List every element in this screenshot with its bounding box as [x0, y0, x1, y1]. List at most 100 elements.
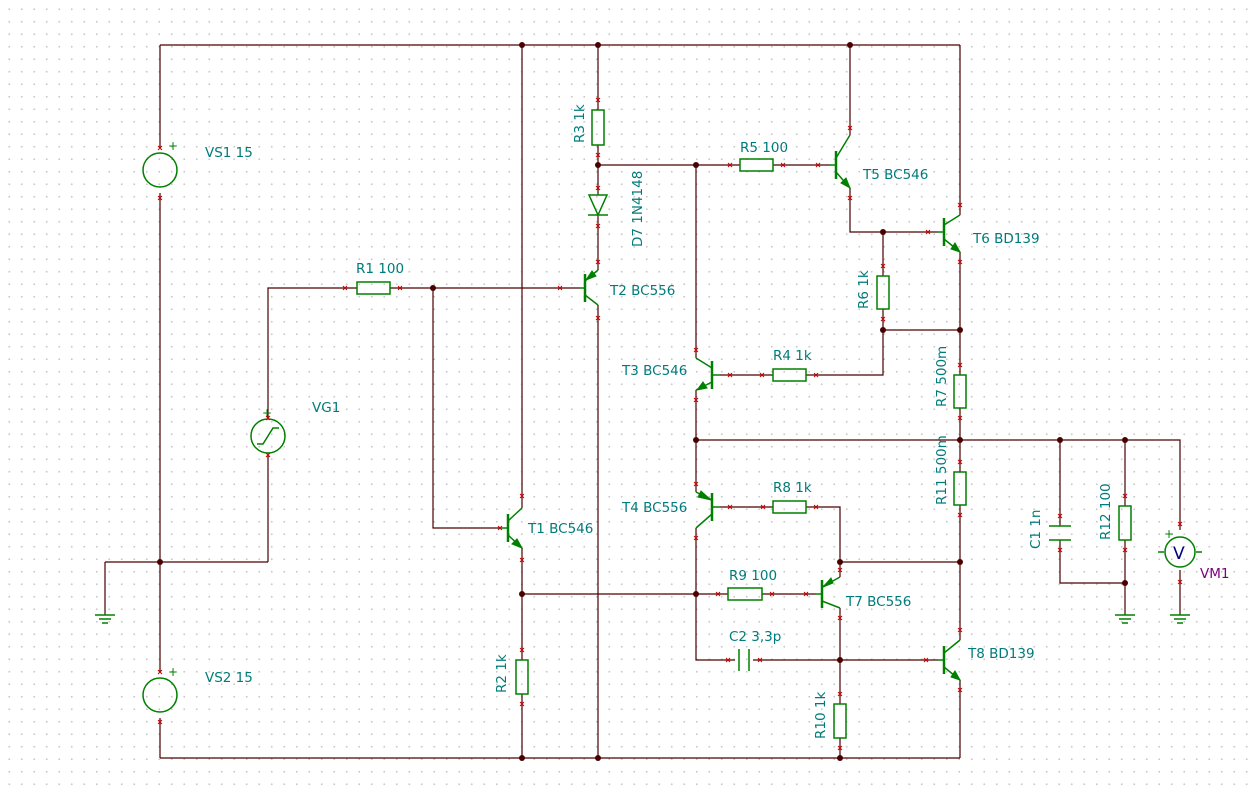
pin-marker: [725, 657, 731, 663]
pin-marker: [595, 185, 601, 191]
pin-marker: [847, 125, 853, 131]
pin-marker: [957, 362, 963, 368]
vm1-label: VM1: [1200, 566, 1229, 582]
vs1-source[interactable]: +: [142, 139, 178, 188]
transistor-t6[interactable]: [938, 214, 962, 253]
resistor-r1[interactable]: [356, 281, 391, 295]
t2-label: T2 BC556: [609, 283, 675, 299]
d7-label: D7 1N4148: [630, 171, 646, 247]
resistor-r8[interactable]: [772, 500, 807, 514]
transistor-t8[interactable]: [938, 639, 962, 681]
transistor-t5[interactable]: [830, 134, 851, 190]
pin-marker: [759, 372, 765, 378]
pin-marker: [727, 162, 733, 168]
pin-marker: [1177, 579, 1183, 585]
pin-marker: [837, 691, 843, 697]
pin-marker: [1122, 547, 1128, 553]
pin-marker: [957, 202, 963, 208]
pin-marker: [342, 285, 348, 291]
ground-symbols: [95, 614, 1190, 624]
pin-marker: [497, 525, 503, 531]
pin-marker: [397, 285, 403, 291]
vs1-label: VS1 15: [205, 145, 253, 161]
capacitor-c2[interactable]: [738, 649, 750, 671]
pin-marker: [595, 259, 601, 265]
pin-marker: [595, 152, 601, 158]
pin-marker: [837, 615, 843, 621]
pin-marker: [693, 481, 699, 487]
pin-marker: [957, 687, 963, 693]
resistor-r12[interactable]: [1118, 505, 1132, 541]
pin-marker: [925, 229, 931, 235]
vm1-voltmeter[interactable]: V +: [1158, 527, 1202, 568]
vm1-v-symbol: V: [1173, 544, 1185, 564]
pin-marker: [1057, 547, 1063, 553]
pin-marker: [923, 657, 929, 663]
pin-marker: [803, 591, 809, 597]
vg1-plus: +: [262, 406, 272, 420]
pin-marker: [157, 719, 163, 725]
pin-marker: [880, 316, 886, 322]
transistor-t4[interactable]: [695, 490, 720, 529]
resistor-r2[interactable]: [515, 659, 529, 695]
diode-d7[interactable]: [587, 194, 609, 217]
pin-marker: [815, 162, 821, 168]
pin-marker: [780, 162, 786, 168]
pin-marker: [265, 452, 271, 458]
c2-label: C2 3,3p: [729, 629, 781, 645]
pin-marker: [769, 591, 775, 597]
resistor-r6[interactable]: [876, 275, 890, 310]
resistor-r3[interactable]: [591, 109, 605, 146]
pin-marker: [957, 259, 963, 265]
r7-label: R7 500m: [934, 346, 950, 407]
transistor-t2[interactable]: [580, 269, 599, 306]
vs2-source[interactable]: +: [142, 665, 178, 713]
t5-label: T5 BC546: [862, 167, 928, 183]
transistor-t3[interactable]: [695, 357, 720, 391]
capacitor-c1[interactable]: [1049, 525, 1071, 541]
pin-marker: [519, 701, 525, 707]
transistor-t7[interactable]: [816, 576, 841, 609]
resistor-r7[interactable]: [953, 374, 967, 409]
pin-marker: [757, 657, 763, 663]
t1-label: T1 BC546: [527, 521, 593, 537]
pin-marker: [557, 285, 563, 291]
pin-marker: [693, 347, 699, 353]
r2-label: R2 1k: [494, 654, 510, 693]
r1-label: R1 100: [356, 261, 404, 277]
pin-marker: [880, 263, 886, 269]
vs2-label: VS2 15: [205, 670, 253, 686]
vs1-plus: +: [168, 139, 178, 153]
resistor-r9[interactable]: [727, 587, 763, 601]
vg1-generator[interactable]: +: [250, 406, 286, 454]
r9-label: R9 100: [729, 568, 777, 584]
r5-label: R5 100: [740, 140, 788, 156]
r11-label: R11 500m: [934, 435, 950, 505]
resistor-r11[interactable]: [953, 471, 967, 506]
pin-marker: [813, 372, 819, 378]
resistor-r10[interactable]: [833, 703, 847, 739]
pin-marker: [157, 195, 163, 201]
pin-marker: [519, 647, 525, 653]
vg1-label: VG1: [312, 400, 340, 416]
pin-marker: [727, 372, 733, 378]
pin-marker: [157, 669, 163, 675]
ground-icon: [1115, 614, 1135, 624]
resistor-r4[interactable]: [772, 368, 807, 382]
t7-label: T7 BC556: [845, 594, 911, 610]
r6-label: R6 1k: [856, 270, 872, 309]
pin-marker: [957, 512, 963, 518]
r8-label: R8 1k: [773, 480, 812, 496]
transistor-t1[interactable]: [500, 507, 524, 549]
t6-label: T6 BD139: [972, 231, 1040, 247]
pin-marker: [727, 504, 733, 510]
resistor-r5[interactable]: [739, 158, 774, 172]
r3-label: R3 1k: [572, 104, 588, 143]
pin-marker: [715, 591, 721, 597]
ground-icon: [1170, 614, 1190, 624]
vm1-plus: +: [1164, 527, 1174, 541]
c1-label: C1 1n: [1028, 510, 1044, 549]
pin-marker: [1057, 513, 1063, 519]
pin-marker: [519, 557, 525, 563]
